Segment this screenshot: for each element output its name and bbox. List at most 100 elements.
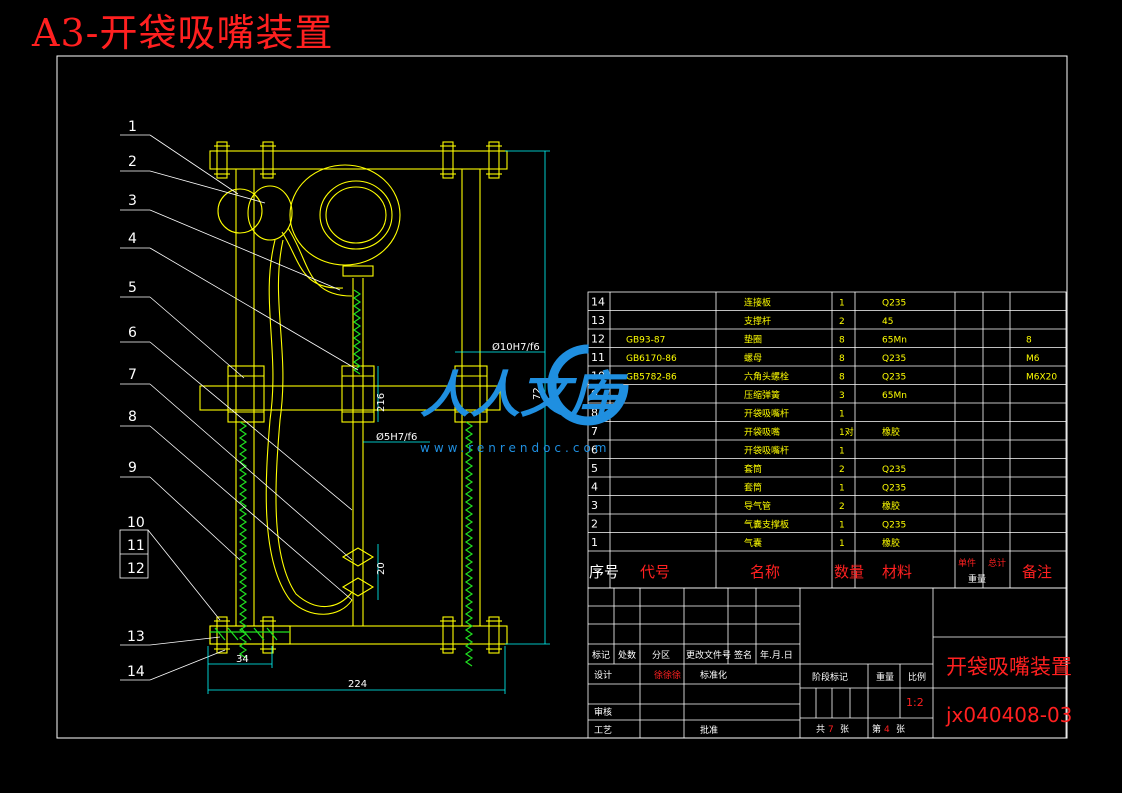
drawing-name: 开袋吸嘴装置 (946, 655, 1072, 679)
dim-34: 34 (236, 654, 249, 665)
parts-cell-name: 气囊支撑板 (744, 519, 789, 531)
callout-1: 1 (128, 119, 137, 135)
leaders (119, 134, 359, 681)
dim-20: 20 (376, 562, 387, 575)
callout-2: 2 (128, 154, 137, 170)
parts-cell-code: GB6170-86 (626, 354, 677, 364)
title-block-text: 标记 处数 分区 更改文件号 签名 年.月.日 设计 徐徐徐 标准化 审核 工艺… (592, 649, 1072, 736)
parts-cell-no: 14 (591, 296, 605, 309)
parts-cell-name: 六角头螺栓 (744, 371, 789, 383)
callout-13: 13 (127, 629, 145, 645)
sheets-unit: 张 (840, 724, 849, 735)
callout-8: 8 (128, 409, 137, 425)
sheet-no-unit: 张 (896, 724, 905, 735)
watermark-url: www.renrendoc.com (420, 441, 610, 455)
parts-cell-mat: Q235 (882, 373, 906, 383)
watermark-main: 人人文库 (420, 366, 628, 424)
parts-cell-mat: 65Mn (882, 391, 907, 401)
dim-216: 216 (376, 393, 387, 412)
parts-cell-name: 开袋吸嘴杆 (744, 408, 789, 420)
parts-cell-qty: 1 (839, 521, 845, 531)
designer-name: 徐徐徐 (654, 669, 681, 681)
parts-cell-qty: 1 (839, 447, 845, 457)
header-mat: 材料 (882, 563, 912, 581)
parts-cell-note: M6X20 (1026, 373, 1057, 383)
header-weight: 重量 (968, 573, 986, 585)
rev-mark: 标记 (592, 649, 610, 661)
parts-cell-no: 5 (591, 462, 598, 475)
parts-cell-no: 4 (591, 481, 598, 494)
parts-cell-name: 套筒 (744, 463, 762, 475)
drawing-frame (56, 55, 1068, 739)
header-total: 总计 (988, 557, 1006, 569)
sheet-no-label: 第 (872, 723, 881, 735)
dim-72: 72 (532, 387, 543, 400)
dim-fit-mid: Ø5H7/f6 (376, 431, 417, 443)
header-name: 名称 (750, 563, 780, 581)
top-plate (209, 150, 508, 170)
sheets-total-label: 共 (816, 724, 825, 735)
title-block (587, 587, 1067, 739)
callout-10: 10 (127, 515, 145, 531)
parts-cell-mat: Q235 (882, 521, 906, 531)
mechanism (199, 141, 508, 654)
parts-cell-note: 8 (1026, 336, 1032, 346)
parts-cell-name: 开袋吸嘴 (744, 426, 780, 438)
parts-cell-note: M6 (1026, 354, 1040, 364)
callout-labels: 1 2 3 4 5 6 7 8 9 10 11 12 13 14 (127, 119, 145, 680)
parts-cell-qty: 1对 (839, 426, 854, 438)
rev-date: 年.月.日 (760, 649, 793, 661)
rev-sign: 签名 (734, 649, 752, 661)
review-label: 审核 (594, 706, 612, 718)
parts-cell-name: 螺母 (744, 353, 762, 364)
parts-cell-mat: Q235 (882, 299, 906, 309)
approve-label: 批准 (700, 724, 718, 736)
parts-cell-qty: 3 (839, 391, 845, 401)
callout-9: 9 (128, 460, 137, 476)
sheets-total: 7 (828, 725, 834, 735)
rev-count: 处数 (618, 649, 636, 661)
parts-cell-mat: Q235 (882, 484, 906, 494)
parts-cell-no: 9 (591, 388, 598, 401)
parts-cell-mat: 橡胶 (882, 537, 900, 549)
parts-cell-name: 导气管 (744, 500, 771, 512)
header-qty: 数量 (834, 563, 864, 581)
design-label: 设计 (594, 669, 612, 681)
parts-cell-mat: 橡胶 (882, 500, 900, 512)
scale-value: 1:2 (906, 696, 924, 709)
parts-cell-name: 垫圈 (744, 334, 762, 346)
parts-cell-code: GB5782-86 (626, 373, 677, 383)
parts-cell-qty: 2 (839, 317, 845, 327)
callout-4: 4 (128, 231, 137, 247)
process-label: 工艺 (594, 725, 612, 736)
parts-cell-qty: 1 (839, 410, 845, 420)
parts-cell-mat: Q235 (882, 354, 906, 364)
callout-12: 12 (127, 561, 145, 577)
parts-cell-name: 套筒 (744, 482, 762, 494)
rev-zone: 分区 (652, 650, 670, 661)
parts-cell-qty: 8 (839, 373, 845, 383)
parts-cell-name: 连接板 (744, 297, 771, 309)
callout-7: 7 (128, 367, 137, 383)
dimension-labels: Ø10H7/f6 Ø5H7/f6 216 72 20 34 224 (236, 341, 543, 690)
parts-cell-no: 3 (591, 499, 598, 512)
callout-11: 11 (127, 538, 145, 554)
parts-cell-name: 支撑杆 (744, 315, 771, 327)
callout-3: 3 (128, 193, 137, 209)
parts-cell-qty: 1 (839, 299, 845, 309)
callout-6: 6 (128, 325, 137, 341)
rev-file: 更改文件号 (686, 649, 731, 661)
parts-cell-no: 1 (591, 536, 598, 549)
callout-14: 14 (127, 664, 145, 680)
cross-bar (199, 385, 501, 411)
parts-cell-qty: 8 (839, 336, 845, 346)
parts-cell-no: 13 (591, 314, 605, 327)
header-seq: 序号 (589, 563, 619, 581)
parts-cell-mat: Q235 (882, 465, 906, 475)
weight-label: 重量 (876, 671, 894, 683)
parts-cell-name: 压缩弹簧 (744, 389, 780, 401)
top-bolts (214, 141, 502, 179)
header-note: 备注 (1022, 563, 1052, 581)
